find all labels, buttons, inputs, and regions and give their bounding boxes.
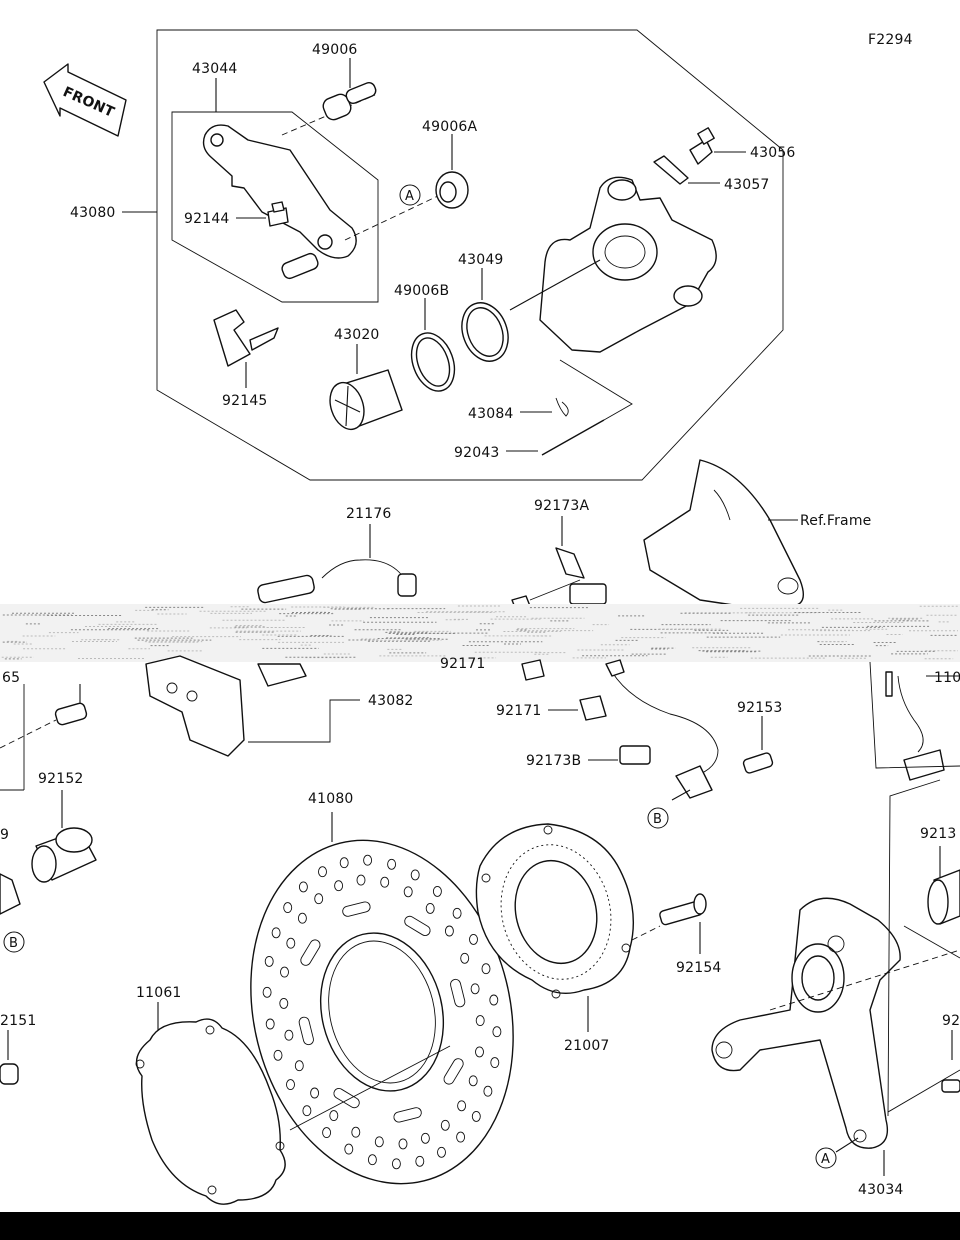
label-49006a: 49006A bbox=[422, 119, 478, 135]
label-43082: 43082 bbox=[368, 693, 414, 709]
callout-b-mid: B bbox=[647, 807, 669, 829]
label-9213: 9213 bbox=[920, 826, 956, 842]
collar-9213 bbox=[903, 846, 960, 959]
label-43057: 43057 bbox=[724, 177, 770, 193]
right-hook-110 bbox=[869, 661, 960, 781]
label-2151: 2151 bbox=[0, 1013, 36, 1029]
label-43049: 43049 bbox=[458, 252, 504, 268]
caliper-bracket bbox=[202, 94, 441, 280]
scan-noise-band bbox=[0, 604, 960, 662]
piston-seal-43049 bbox=[461, 268, 509, 362]
collar-92152 bbox=[31, 790, 97, 883]
label-92152: 92152 bbox=[38, 771, 84, 787]
label-92145: 92145 bbox=[222, 393, 268, 409]
pin-clip-43084 bbox=[520, 397, 569, 417]
pad-pin-92043 bbox=[506, 359, 633, 456]
label-92144: 92144 bbox=[184, 211, 230, 227]
bolt-right-92 bbox=[941, 1030, 960, 1093]
partial-collar-left bbox=[0, 873, 21, 915]
sensor-harness bbox=[605, 659, 719, 801]
bracket-subframe bbox=[171, 111, 379, 303]
caliper-assembly-frame bbox=[156, 29, 784, 481]
label-11061: 11061 bbox=[136, 985, 182, 1001]
bolt-92153 bbox=[742, 716, 774, 774]
bolt-left-2151 bbox=[0, 1030, 19, 1085]
bleeder-valve-43056 bbox=[689, 127, 746, 165]
label-49006: 49006 bbox=[312, 42, 358, 58]
clamp-92171-b bbox=[548, 695, 607, 721]
bolt-92154 bbox=[659, 893, 707, 954]
label-43044: 43044 bbox=[192, 61, 238, 77]
brake-disc-41080 bbox=[250, 812, 514, 1185]
abs-sensor-21176 bbox=[257, 524, 417, 604]
ref-frame-label: Ref.Frame bbox=[800, 513, 872, 529]
label-43056: 43056 bbox=[750, 145, 796, 161]
label-92173a: 92173A bbox=[534, 498, 590, 514]
piston-43020 bbox=[329, 344, 403, 431]
label-43084: 43084 bbox=[468, 406, 514, 422]
dust-seal-49006b bbox=[410, 298, 456, 392]
label-43020: 43020 bbox=[334, 327, 380, 343]
label-92154: 92154 bbox=[676, 960, 722, 976]
label-92043: 92043 bbox=[454, 445, 500, 461]
callout-b-left: B bbox=[3, 931, 25, 953]
figure-code: F2294 bbox=[868, 32, 913, 48]
label-21176: 21176 bbox=[346, 506, 392, 522]
brake-pads-43082 bbox=[145, 655, 360, 757]
frame-reference bbox=[643, 459, 804, 607]
bleeder-cap-43057 bbox=[653, 155, 720, 185]
svg-text:B: B bbox=[9, 936, 18, 951]
label-43034: 43034 bbox=[858, 1182, 904, 1198]
label-110: 110 bbox=[934, 670, 960, 686]
svg-text:B: B bbox=[653, 812, 662, 827]
label-43080: 43080 bbox=[70, 205, 116, 221]
label-21007: 21007 bbox=[564, 1038, 610, 1054]
pin-boot-49006a bbox=[435, 134, 469, 209]
front-arrow-icon: FRONT bbox=[43, 63, 127, 137]
bracket-92173a bbox=[511, 516, 607, 611]
connector-92173b bbox=[588, 745, 651, 765]
label-92171-b: 92171 bbox=[496, 703, 542, 719]
svg-text:A: A bbox=[405, 189, 414, 204]
label-92153: 92153 bbox=[737, 700, 783, 716]
gasket-11061 bbox=[135, 1002, 451, 1205]
bottom-black-bar bbox=[0, 1212, 960, 1240]
callout-a-bottom: A bbox=[815, 1137, 859, 1169]
label-92171-a: 92171 bbox=[440, 656, 486, 672]
pin-boot-49006 bbox=[322, 58, 377, 121]
label-9: 9 bbox=[0, 827, 9, 843]
clip-92144 bbox=[236, 201, 289, 227]
caliper-body bbox=[509, 176, 717, 353]
pad-spring-92145 bbox=[213, 309, 279, 388]
label-41080: 41080 bbox=[308, 791, 354, 807]
label-49006b: 49006B bbox=[394, 283, 449, 299]
left-bolts bbox=[0, 684, 88, 791]
label-92173b: 92173B bbox=[526, 753, 581, 769]
abs-rotor-21007 bbox=[475, 823, 661, 1032]
caliper-bracket-43034 bbox=[711, 779, 960, 1176]
clamp-92171-a bbox=[521, 659, 545, 681]
svg-text:A: A bbox=[821, 1152, 830, 1167]
label-92: 92 bbox=[942, 1013, 960, 1029]
callout-a-top: A bbox=[399, 184, 421, 206]
label-65: 65 bbox=[2, 670, 20, 686]
